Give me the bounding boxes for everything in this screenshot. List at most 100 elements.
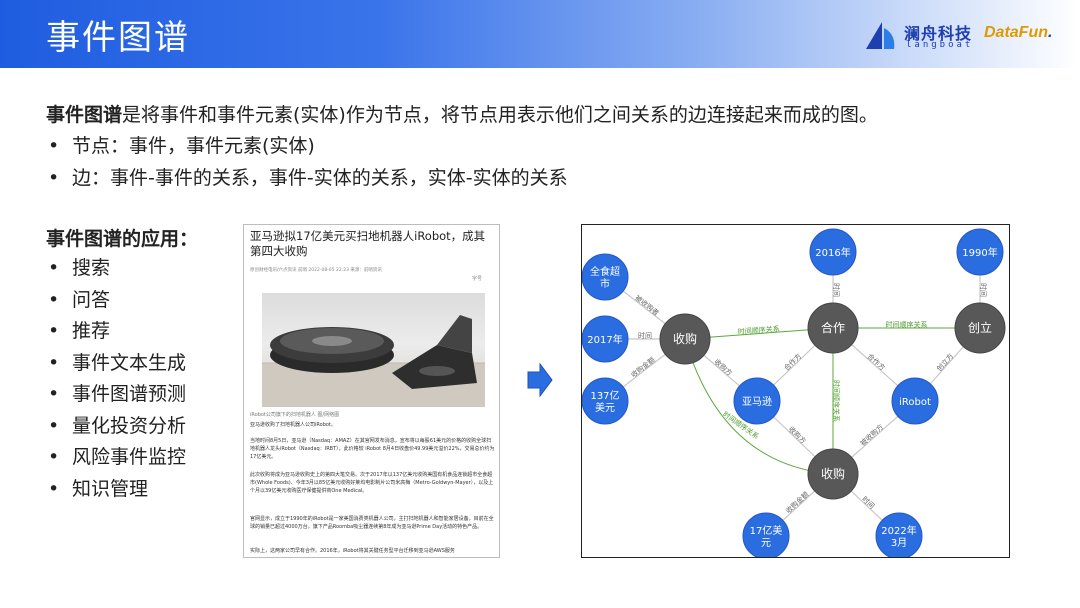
page-title: 事件图谱 [46,18,190,58]
photo-caption: iRobot公司旗下的扫地机器人 图/网络图 [250,412,340,418]
robot-vacuum-illustration [262,315,485,407]
article-title: 亚马逊拟17亿美元买扫地机器人iRobot，成其第四大收购 [250,229,486,258]
node-circle [875,512,923,557]
node-label: 3月 [891,537,907,549]
article-font-size: 字号 [472,276,483,282]
entity-node: 亚马逊 [733,377,781,425]
datafun-logo-text: DataFun [984,24,1048,41]
event-graph-diagram: 时间顺序关系时间顺序关系时间顺序关系时间顺序关系被收购者时间收购金额收购方时间合… [581,224,1010,558]
application-item: 事件图谱预测 [46,382,186,414]
node-label: 2022年 [881,524,916,537]
event-event-edge [684,338,834,475]
node-circle [582,377,629,425]
entity-node: 17亿美元 [742,512,790,557]
application-item: 量化投资分析 [46,414,186,446]
applications-list: 搜索 问答 推荐 事件文本生成 事件图谱预测 量化投资分析 风险事件监控 知识管… [46,256,186,508]
article-paragraph: 亚马逊收购了扫地机器人公司iRobot。 [250,422,336,428]
application-item: 推荐 [46,319,186,351]
application-item: 知识管理 [46,477,186,509]
entity-node: iRobot [891,377,939,425]
intro-bullet-nodes: 节点：事件，事件元素(实体) [46,133,568,165]
event-graph-canvas: 时间顺序关系时间顺序关系时间顺序关系时间顺序关系被收购者时间收购金额收购方时间合… [582,228,1006,557]
node-label: 亚马逊 [742,396,772,408]
node-label: 市 [600,277,610,290]
node-label: 2016年 [815,246,850,259]
event-node: 创立 [954,302,1006,354]
intro-bullets: 节点：事件，事件元素(实体) 边：事件-事件的关系，事件-实体的关系，实体-实体… [46,133,568,197]
event-node: 收购 [659,313,711,365]
intro-bullet-edges: 边：事件-事件的关系，事件-实体的关系，实体-实体的关系 [46,165,568,197]
application-item: 搜索 [46,256,186,288]
article-paragraph: 官网显示，成立于1990年的iRobot是一家美国消费类机器人公司，主打扫地机器… [250,516,494,530]
application-item: 问答 [46,288,186,320]
node-label: 2017年 [587,333,622,346]
node-circle [582,315,629,363]
node-circle [809,228,857,276]
article-paragraph: 实际上，这两家公司早有合作。2016年，iRobot将其关键任务型平台迁移到亚马… [250,548,455,554]
node-circle [954,302,1006,354]
edge-label: 收购金额 [629,355,657,379]
event-node: 收购 [807,448,859,500]
entity-node: 2016年 [809,228,857,276]
article-paragraph: 此次收购将成为亚马逊收购史上的第四大笔交易。次于2017年以137亿美元收购美国… [250,472,494,494]
edge-label: 时间 [979,283,988,297]
node-circle [742,512,790,557]
edge-label: 时间顺序关系 [886,320,928,329]
intro-text: 是将事件和事件元素(实体)作为节点，将节点用表示他们之间关系的边连接起来而成的图… [122,104,878,126]
edge-label: 时间 [860,494,876,510]
article-meta: 原创财经电讯/六点资讯 前哨 2022-08-05 22:23 来源：前哨资讯 [250,268,382,273]
node-label: 137亿 [590,389,619,402]
right-arrow-icon [527,363,553,397]
header-bar: 事件图谱 澜舟科技 langboat DataFun. [0,0,1080,68]
node-circle [891,377,939,425]
node-label: 收购 [821,466,845,481]
event-node: 合作 [807,302,859,354]
edge-label: 合作方 [782,351,803,372]
node-label: 美元 [595,401,615,414]
edge-label: 收购金额 [784,490,811,516]
datafun-logo: DataFun. [984,24,1052,42]
entity-node: 137亿美元 [582,377,629,425]
application-item: 事件文本生成 [46,351,186,383]
node-circle [807,302,859,354]
node-circle [956,228,1004,276]
article-paragraph: 当地时间8月5日，亚马逊（Nasdaq：AMAZ）在其官网发布消息，宣布将以每股… [250,438,495,460]
edge-label: 时间 [832,283,841,297]
node-circle [807,448,859,500]
edge-label: 合作方 [865,352,887,373]
edge-label: 创立方 [935,351,956,373]
langboat-logo: 澜舟科技 langboat [864,18,974,54]
langboat-sail-icon [866,22,895,49]
node-label: 创立 [968,320,992,335]
application-item: 风险事件监控 [46,445,186,477]
edge-label: 收购方 [787,424,808,445]
node-label: 收购 [673,331,697,346]
edge-label: 收购方 [712,357,734,378]
edge-label: 时间 [638,331,652,340]
applications-title: 事件图谱的应用： [46,228,199,250]
edge-label: 被收购方 [858,422,885,447]
robot-vacuum-photo [262,293,485,407]
node-label: iRobot [899,397,931,408]
langboat-logo-subtext: langboat [906,40,974,50]
langboat-logo-text: 澜舟科技 [904,24,973,43]
node-label: 元 [761,538,771,549]
datafun-logo-dot: . [1048,24,1053,41]
edge-label: 被收购者 [633,293,661,317]
entity-node: 全食超市 [582,253,629,301]
node-label: 全食超 [590,265,620,278]
entity-node: 2017年 [582,315,629,363]
intro-bold-term: 事件图谱 [46,104,123,126]
node-circle [733,377,781,425]
news-article-screenshot: 亚马逊拟17亿美元买扫地机器人iRobot，成其第四大收购 原创财经电讯/六点资… [243,224,500,558]
node-label: 合作 [821,320,845,335]
node-label: 1990年 [962,246,997,259]
edge-label: 时间顺序关系 [737,324,780,336]
intro-sentence: 事件图谱是将事件和事件元素(实体)作为节点，将节点用表示他们之间关系的边连接起来… [46,100,878,127]
node-circle [659,313,711,365]
entity-node: 1990年 [956,228,1004,276]
node-circle [582,253,629,301]
edge-label: 时间顺序关系 [832,380,841,422]
node-label: 17亿美 [750,524,783,537]
